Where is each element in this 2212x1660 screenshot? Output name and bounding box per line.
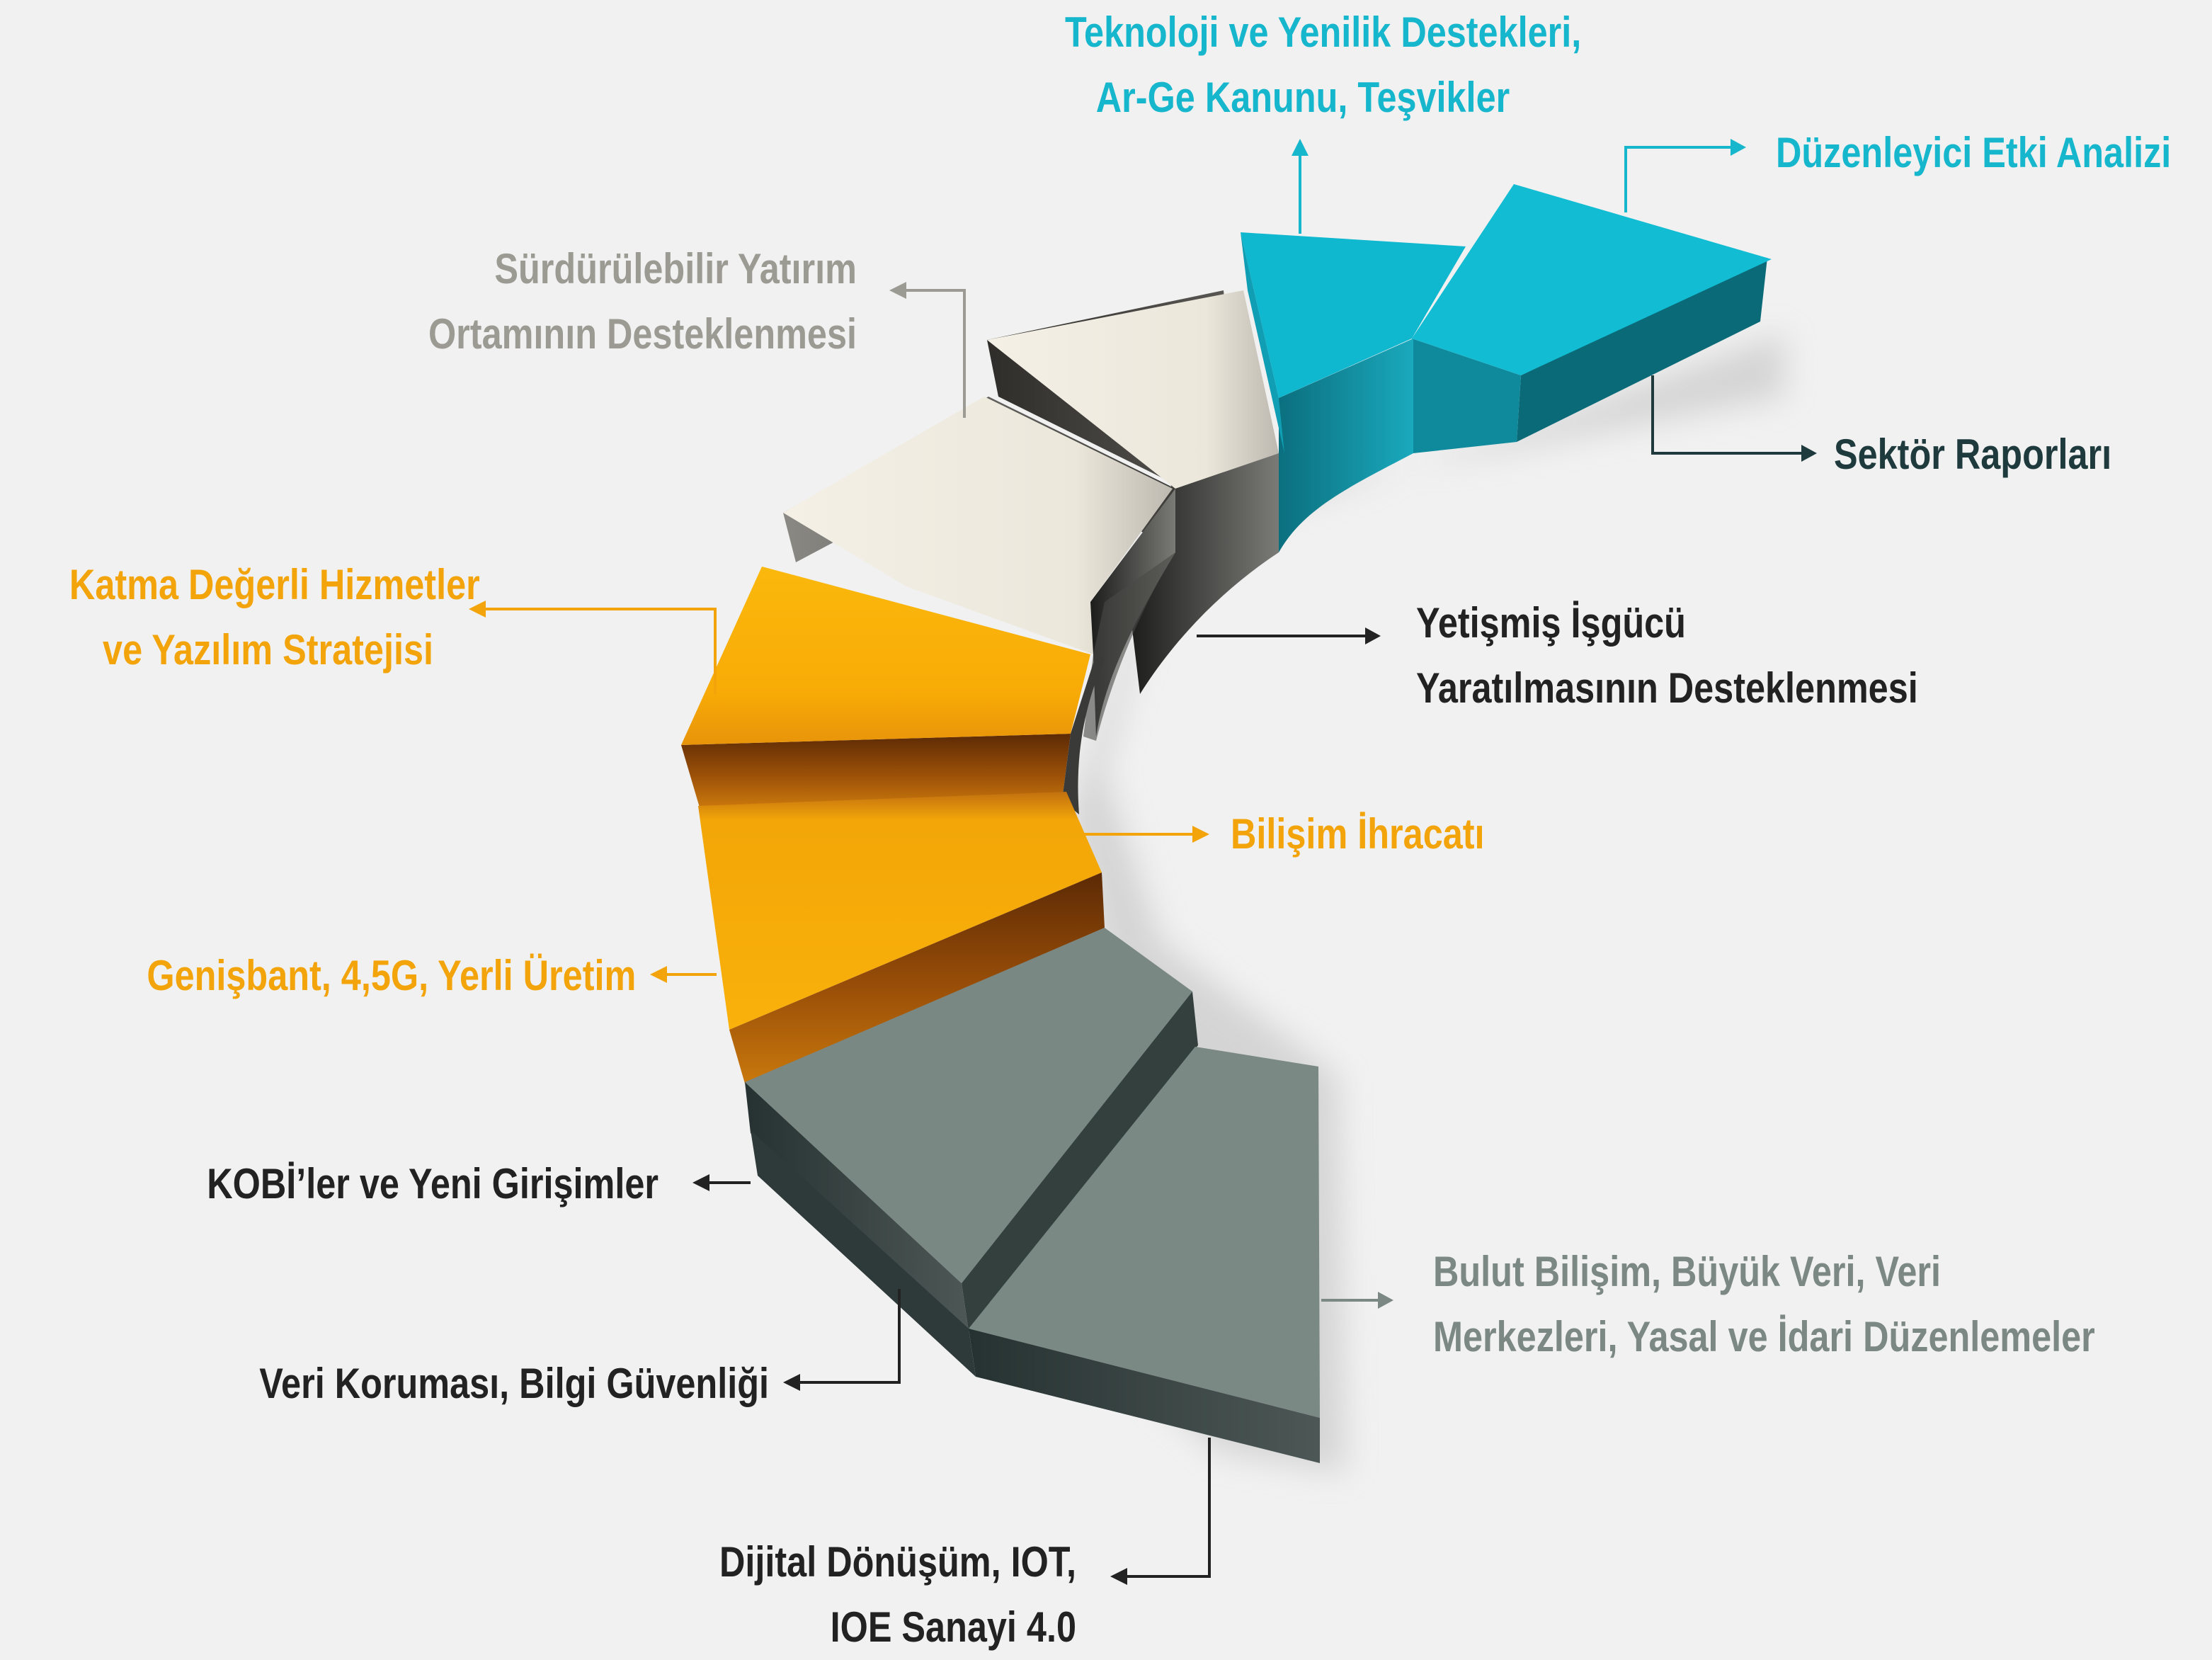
label-genisbant: Genişbant, 4,5G, Yerli Üretim — [147, 943, 637, 1008]
step-slate-lower — [751, 1047, 1320, 1463]
step-slate-upper — [745, 928, 1198, 1331]
label-teknoloji-line1: Teknoloji ve Yenilik Destekleri, — [1065, 8, 1582, 56]
label-kobi-text: KOBİ’ler ve Yeni Girişimler — [207, 1160, 659, 1207]
connector-bilisim — [1082, 826, 1209, 843]
step-orange-lower — [698, 792, 1105, 1084]
label-veri-text: Veri Koruması, Bilgi Güvenliği — [259, 1360, 769, 1407]
label-genisbant-text: Genişbant, 4,5G, Yerli Üretim — [147, 952, 637, 999]
label-katma-line2: ve Yazılım Stratejisi — [103, 626, 433, 673]
connector-dijital — [1110, 1438, 1211, 1585]
connector-bulut — [1321, 1292, 1393, 1309]
label-duzenleyici: Düzenleyici Etki Analizi — [1776, 120, 2171, 186]
label-duzenleyici-text: Düzenleyici Etki Analizi — [1776, 129, 2172, 176]
connector-yetismis — [1197, 627, 1381, 644]
step-orange-upper — [681, 567, 1105, 814]
label-veri: Veri Koruması, Bilgi Güvenliği — [200, 1351, 769, 1416]
label-katma-line1: Katma Değerli Hizmetler — [69, 561, 480, 608]
label-teknoloji: Teknoloji ve Yenilik Destekleri, Ar-Ge K… — [1065, 0, 1582, 130]
step-teal-upper — [1412, 184, 1772, 453]
label-yetismis: Yetişmiş İşgücü Yaratılmasının Desteklen… — [1416, 591, 1918, 721]
connector-teknoloji — [1292, 139, 1309, 234]
connector-surdurulebilir — [889, 282, 966, 418]
label-surdurulebilir: Sürdürülebilir Yatırım Ortamının Destekl… — [339, 237, 857, 367]
label-dijital: Dijital Dönüşüm, IOT, IOE Sanayi 4.0 — [588, 1530, 1076, 1660]
label-bulut-line1: Bulut Bilişim, Büyük Veri, Veri — [1433, 1248, 1942, 1295]
label-sektor: Sektör Raporları — [1834, 422, 2111, 487]
label-surdurulebilir-line1: Sürdürülebilir Yatırım — [494, 245, 857, 292]
connector-genisbant — [650, 966, 717, 983]
label-teknoloji-line2: Ar-Ge Kanunu, Teşvikler — [1095, 74, 1510, 121]
label-yetismis-line2: Yaratılmasının Desteklenmesi — [1416, 664, 1918, 712]
label-bilisim-text: Bilişim İhracatı — [1231, 810, 1485, 858]
label-katma: Katma Değerli Hizmetler ve Yazılım Strat… — [69, 552, 480, 683]
label-dijital-line2: IOE Sanayi 4.0 — [830, 1603, 1076, 1651]
connector-kobi — [692, 1174, 751, 1191]
step-teal-lower — [1241, 232, 1466, 552]
connector-sektor — [1651, 375, 1817, 462]
step-gray — [783, 397, 1175, 741]
label-bulut: Bulut Bilişim, Büyük Veri, Veri Merkezle… — [1433, 1239, 2095, 1370]
label-bilisim: Bilişim İhracatı — [1231, 802, 1485, 867]
label-yetismis-line1: Yetişmiş İşgücü — [1416, 599, 1686, 647]
connector-veri — [783, 1289, 901, 1391]
connector-katma — [469, 601, 717, 694]
label-kobi: KOBİ’ler ve Yeni Girişimler — [183, 1152, 659, 1217]
label-bulut-line2: Merkezleri, Yasal ve İdari Düzenlemeler — [1433, 1313, 2095, 1360]
step-cream — [987, 290, 1279, 694]
label-dijital-line1: Dijital Dönüşüm, IOT, — [719, 1538, 1076, 1586]
label-sektor-text: Sektör Raporları — [1834, 431, 2112, 478]
connector-duzenleyici — [1624, 139, 1746, 212]
label-surdurulebilir-line2: Ortamının Desteklenmesi — [428, 310, 857, 358]
